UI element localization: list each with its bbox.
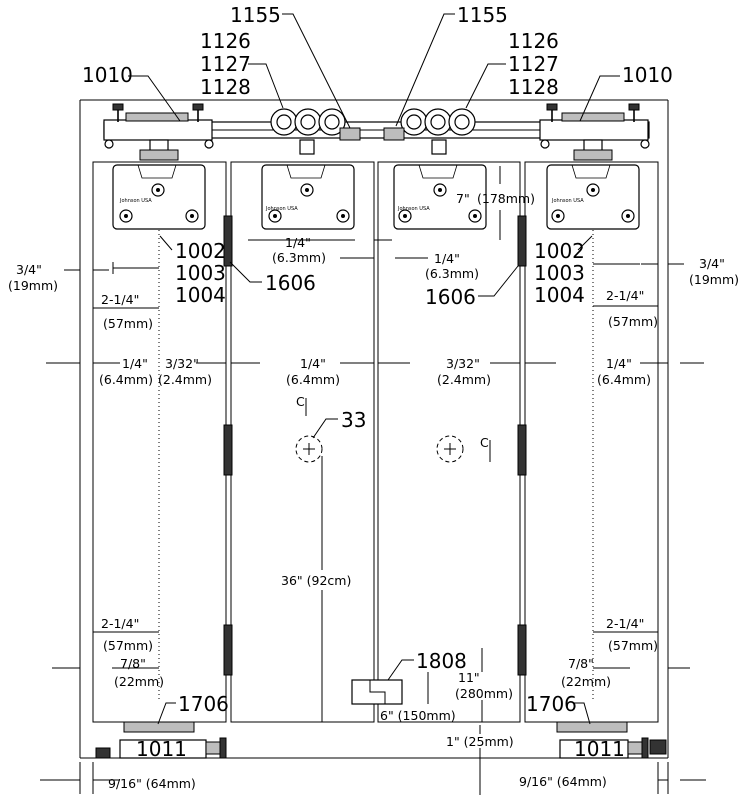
dim-6-3mm-a: (6.3mm): [272, 250, 326, 265]
dim-quarter-a: 1/4": [285, 235, 311, 250]
door-aligner: [351, 679, 403, 705]
dim-1in: 1" (25mm): [446, 734, 514, 749]
callout-1808: 1808: [416, 649, 467, 673]
callout-1128-right: 1128: [508, 75, 559, 99]
dim-57mm-bot-left: (57mm): [103, 638, 153, 653]
callout-1002-right: 1002: [534, 239, 585, 263]
callout-1011-left: 1011: [136, 737, 187, 761]
callout-1127-right: 1127: [508, 52, 559, 76]
callout-1155-right: 1155: [457, 3, 508, 27]
centerline-mark: C: [296, 394, 305, 409]
callout-1606-left: 1606: [265, 271, 316, 295]
dim-178mm: (178mm): [477, 191, 535, 206]
dim-7-8-left: 7/8": [120, 656, 146, 671]
dim-gap-1-4-3: 1/4": [606, 356, 632, 371]
callout-1155-left: 1155: [230, 3, 281, 27]
door-panel-3: [377, 161, 521, 723]
dim-19mm-right: (19mm): [689, 272, 739, 287]
callout-labels: 1155 1155 1126 1127 1128 1126 1127 1128 …: [82, 3, 673, 761]
callout-1128-left: 1128: [200, 75, 251, 99]
bottom-pivot-bracket-right: [556, 721, 667, 759]
dim-2-1-4-top-left: 2-1/4": [101, 292, 139, 307]
pivot-plate-3: Johnson USA: [393, 164, 487, 230]
dim-gap-6-4mm-1: (6.4mm): [99, 372, 153, 387]
dim-57mm-top-right: (57mm): [608, 314, 658, 329]
dim-11in: 11": [458, 670, 480, 685]
dim-9-16-left: 9/16" (64mm): [108, 776, 196, 791]
dim-36in: 36" (92cm): [281, 573, 351, 588]
knob-position-left: C: [295, 394, 323, 463]
dim-quarter-b: 1/4": [434, 251, 460, 266]
dim-19mm-left: (19mm): [8, 278, 58, 293]
callout-1003-right: 1003: [534, 261, 585, 285]
brand-text: Johnson USA: [397, 206, 430, 212]
callout-1010-left: 1010: [82, 63, 133, 87]
dim-22mm-left: (22mm): [114, 674, 164, 689]
callout-1706-left: 1706: [178, 692, 229, 716]
brand-text: Johnson USA: [119, 198, 152, 204]
dim-280mm: (280mm): [455, 686, 513, 701]
callout-1127-left: 1127: [200, 52, 251, 76]
dim-22mm-right: (22mm): [561, 674, 611, 689]
callout-1011-right: 1011: [574, 737, 625, 761]
dim-6in: 6" (150mm): [380, 708, 456, 723]
roller-wheels-left: [270, 108, 361, 155]
callout-33: 33: [341, 408, 366, 432]
callout-1002-left: 1002: [175, 239, 226, 263]
dim-3-4-right: 3/4": [699, 256, 725, 271]
hinges: [223, 215, 527, 676]
callout-1004-left: 1004: [175, 283, 226, 307]
dim-2-1-4-bot-left: 2-1/4": [101, 616, 139, 631]
dim-7in: 7": [456, 191, 470, 206]
dim-gap-3-32-2: 3/32": [446, 356, 480, 371]
pivot-plate-4: Johnson USA: [546, 164, 640, 230]
centerline-mark: C: [480, 435, 489, 450]
pivot-plate-2: Johnson USA: [261, 164, 355, 230]
dim-6-3mm-b: (6.3mm): [425, 266, 479, 281]
brand-text: Johnson USA: [551, 198, 584, 204]
callout-1706-right: 1706: [526, 692, 577, 716]
top-pivot-bracket-left: [103, 103, 214, 161]
dim-3-4-left: 3/4": [16, 262, 42, 277]
callout-1606-right: 1606: [425, 285, 476, 309]
dim-gap-1-4-2: 1/4": [300, 356, 326, 371]
dim-2-1-4-bot-right: 2-1/4": [606, 616, 644, 631]
leader-lines: [128, 13, 620, 725]
pivot-plate-1: Johnson USA: [112, 164, 206, 230]
callout-1010-right: 1010: [622, 63, 673, 87]
dim-gap-1-4-1: 1/4": [122, 356, 148, 371]
knob-position-right: C: [436, 435, 491, 463]
dim-gap-6-4mm-2: (6.4mm): [286, 372, 340, 387]
dim-gap-2-4mm-1: (2.4mm): [158, 372, 212, 387]
bottom-pivot-bracket-left: [95, 721, 227, 759]
roller-wheels-right: [383, 108, 476, 155]
callout-1126-right: 1126: [508, 29, 559, 53]
dim-57mm-top-left: (57mm): [103, 316, 153, 331]
top-pivot-bracket-right: [539, 103, 650, 161]
dimension-lines: [40, 166, 706, 795]
dim-gap-3-32-1: 3/32": [165, 356, 199, 371]
dim-9-16-right: 9/16" (64mm): [519, 774, 607, 789]
callout-1004-right: 1004: [534, 283, 585, 307]
dim-2-1-4-top-right: 2-1/4": [606, 288, 644, 303]
callout-1126-left: 1126: [200, 29, 251, 53]
dim-57mm-bot-right: (57mm): [608, 638, 658, 653]
brand-text: Johnson USA: [265, 206, 298, 212]
dimension-labels: 7" (178mm) 1/4" (6.3mm) 1/4" (6.3mm) 3/4…: [8, 191, 739, 791]
callout-1003-left: 1003: [175, 261, 226, 285]
dim-gap-6-4mm-3: (6.4mm): [597, 372, 651, 387]
dim-gap-2-4mm-2: (2.4mm): [437, 372, 491, 387]
dim-7-8-right: 7/8": [568, 656, 594, 671]
